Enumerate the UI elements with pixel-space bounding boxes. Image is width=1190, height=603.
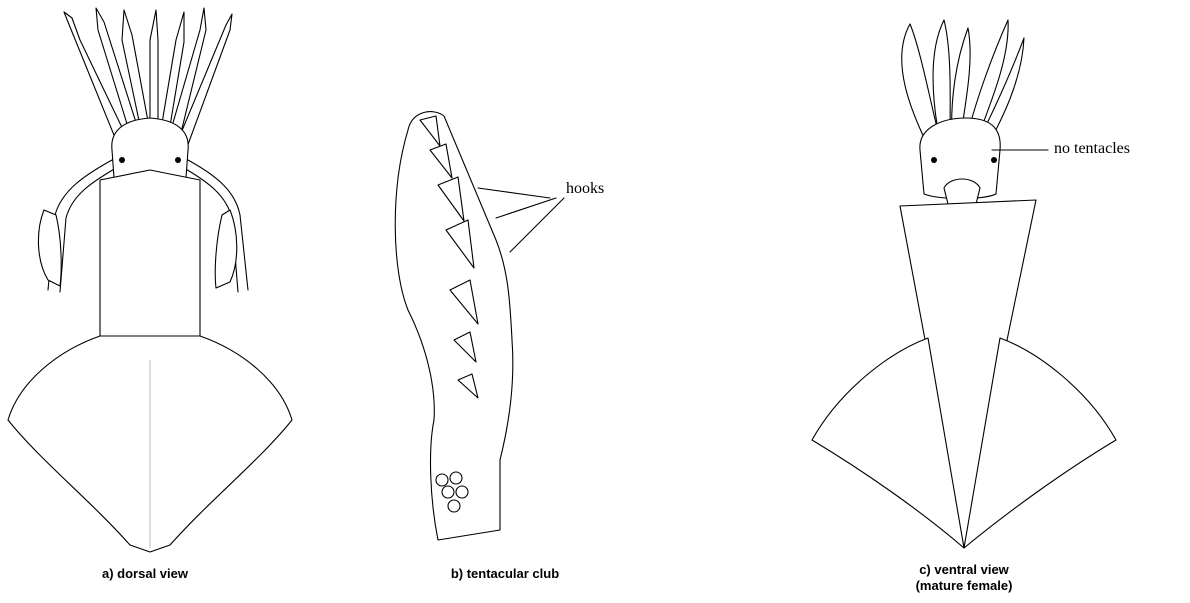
caption-ventral-view: c) ventral view (mature female) xyxy=(854,562,1074,594)
ventral-funnel xyxy=(944,179,980,204)
panel-ventral-view: no tentacles c) ventral view (mature fem… xyxy=(770,0,1190,603)
tentacular-club-illustration xyxy=(350,0,650,560)
panel-dorsal-view: a) dorsal view xyxy=(0,0,280,603)
dorsal-eye-left xyxy=(119,157,125,163)
dorsal-view-illustration xyxy=(0,0,280,560)
panel-tentacular-club: hooks b) tentacular club xyxy=(350,0,650,603)
callout-no-tentacles: no tentacles xyxy=(1054,140,1130,158)
callout-hooks: hooks xyxy=(566,180,604,198)
ventral-eye-left xyxy=(931,157,937,163)
caption-ventral-line1: c) ventral view xyxy=(854,562,1074,578)
ventral-eye-right xyxy=(991,157,997,163)
caption-ventral-line2: (mature female) xyxy=(854,578,1074,594)
dorsal-mantle xyxy=(100,170,200,355)
ventral-view-illustration xyxy=(770,0,1190,560)
caption-dorsal-view: a) dorsal view xyxy=(60,566,230,582)
caption-tentacular-club: b) tentacular club xyxy=(410,566,600,582)
dorsal-eye-right xyxy=(175,157,181,163)
